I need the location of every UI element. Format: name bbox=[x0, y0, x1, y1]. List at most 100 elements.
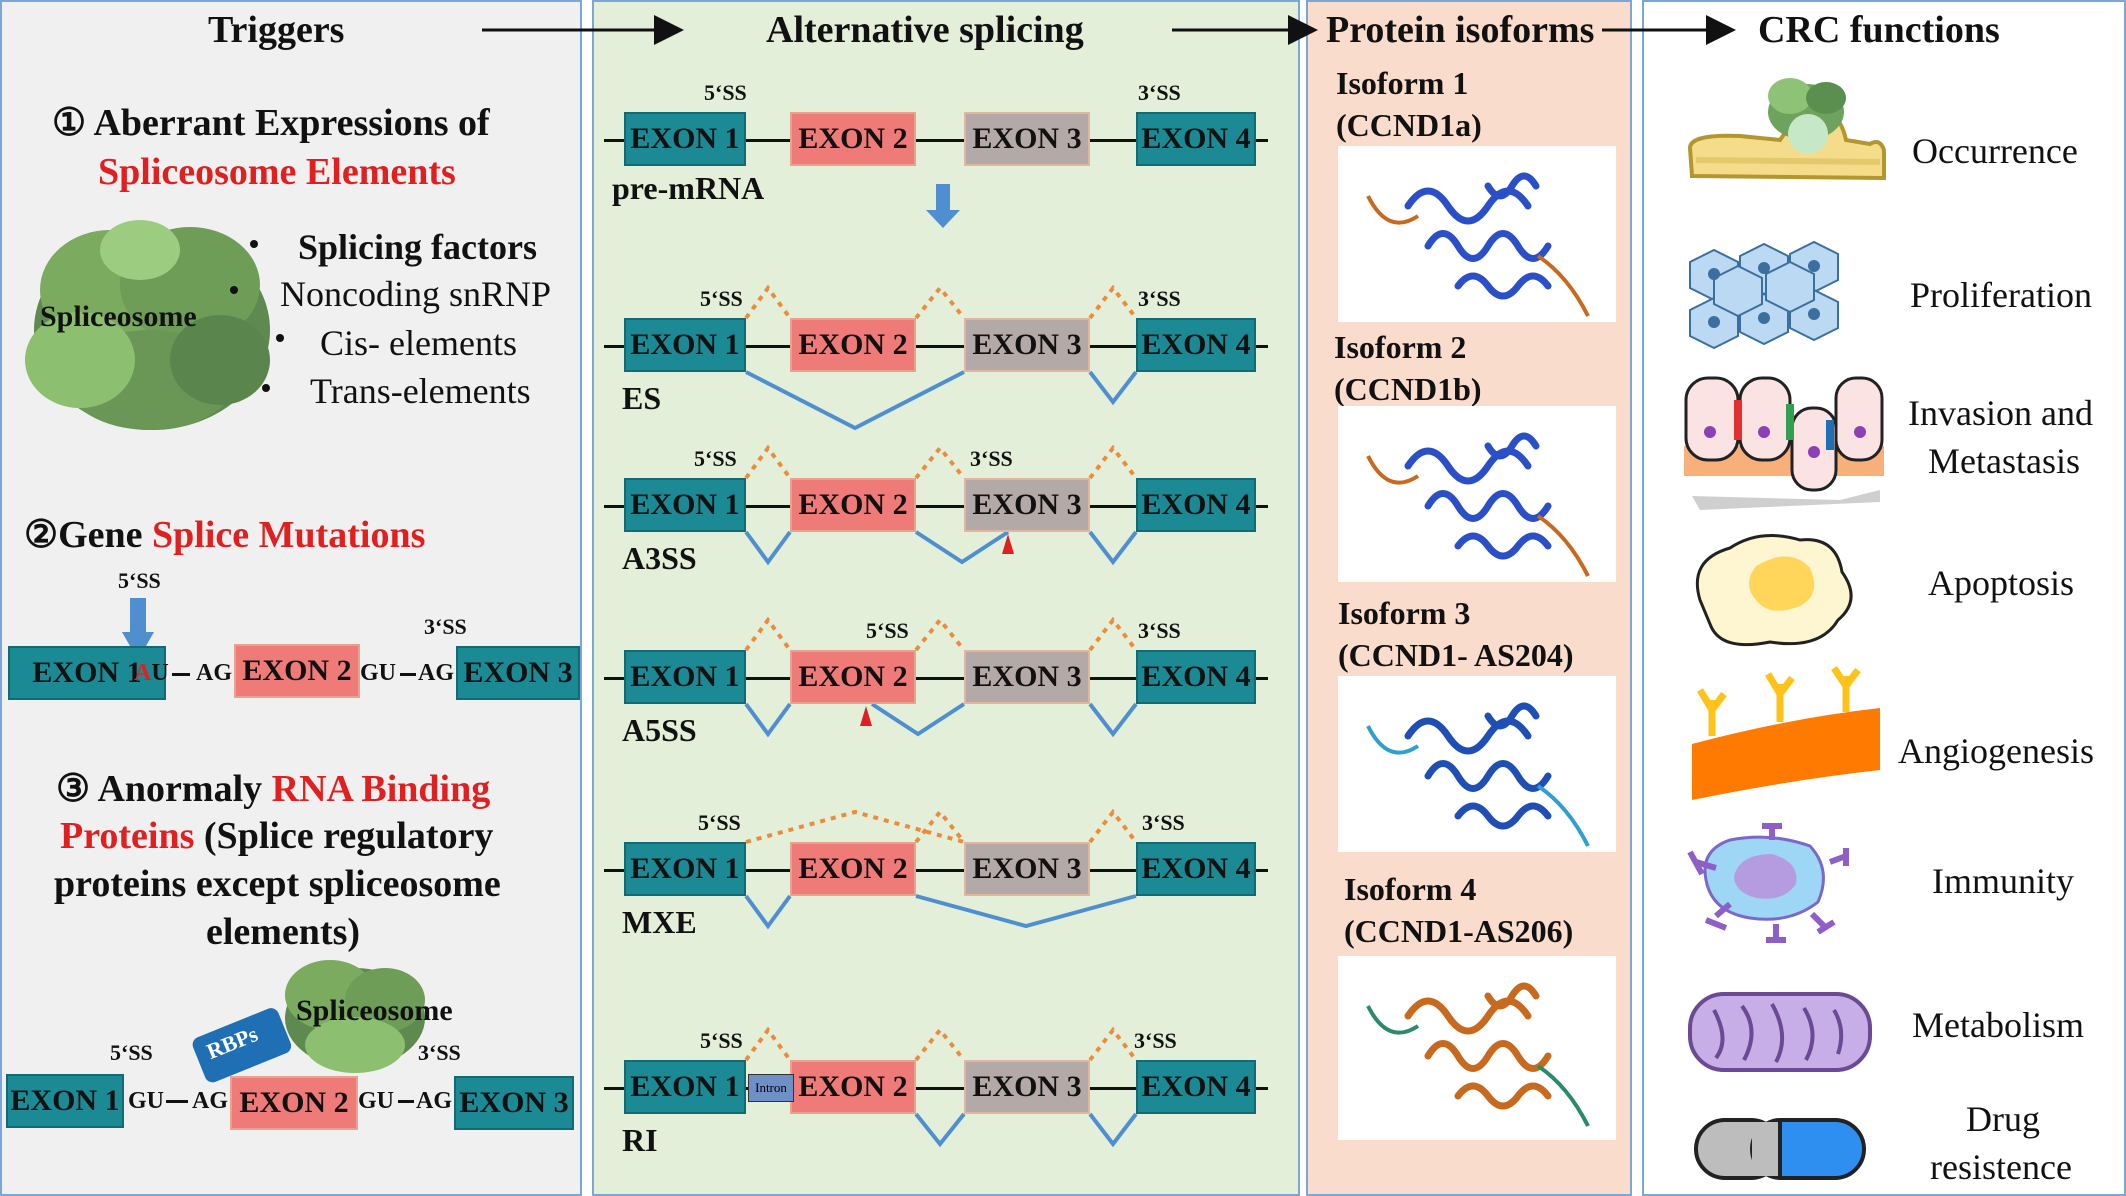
pre-mrna-label: pre-mRNA bbox=[612, 170, 765, 206]
ri-label: RI bbox=[622, 1122, 658, 1158]
es-arch-2 bbox=[914, 284, 966, 320]
isoform-1-title: Isoform 1 bbox=[1336, 65, 1469, 101]
es-v-line bbox=[1088, 370, 1138, 406]
pre-mrna-3ss: 3‘SS bbox=[1138, 80, 1181, 105]
ri-exon-3: EXON 3 bbox=[964, 1060, 1090, 1114]
t3-line-b bbox=[398, 1100, 414, 1103]
isoform-3-label: Isoform 3(CCND1- AS204) bbox=[1338, 592, 1574, 676]
factor-noncoding-snrnp: Noncoding snRNP bbox=[280, 274, 552, 314]
isoform-1-gene: (CCND1a) bbox=[1336, 107, 1482, 143]
header-crc-functions: CRC functions bbox=[1758, 9, 2000, 51]
a5ss-exon-1: EXON 1 bbox=[624, 650, 746, 704]
metabolism-icon bbox=[1688, 992, 1872, 1072]
a3ss-exon-2: EXON 2 bbox=[790, 478, 916, 532]
isoform-2-structure-image bbox=[1338, 406, 1616, 582]
a3ss-v-3 bbox=[1088, 530, 1138, 566]
t3-exon-2: EXON 2 bbox=[230, 1076, 358, 1130]
a5ss-exon-3: EXON 3 bbox=[964, 650, 1090, 704]
isoform-1-label: Isoform 1 (CCND1a) bbox=[1336, 62, 1482, 146]
t3-gu-1: GU bbox=[128, 1088, 164, 1114]
t2-ag-1: AG bbox=[196, 660, 232, 686]
ri-intron-box: Intron bbox=[748, 1074, 794, 1102]
mxe-arch-2 bbox=[914, 808, 966, 844]
ri-backbone bbox=[604, 1087, 1268, 1090]
factor-trans-elements: Trans-elements bbox=[310, 371, 531, 411]
es-exon-1: EXON 1 bbox=[624, 318, 746, 372]
a5ss-backbone bbox=[604, 677, 1268, 680]
a5ss-red-marker bbox=[860, 706, 872, 726]
mxe-3ss: 3‘SS bbox=[1142, 810, 1185, 835]
isoform-2-title: Isoform 2 bbox=[1334, 329, 1467, 365]
t3-spliceosome-blob bbox=[285, 960, 425, 1073]
t2-exon-1: EXON 1 bbox=[8, 646, 166, 700]
a5ss-exon-4: EXON 4 bbox=[1136, 650, 1256, 704]
function-metastasis: Metastasis bbox=[1928, 441, 2080, 481]
mxe-5ss: 5‘SS bbox=[698, 810, 741, 835]
pre-mrna-exon-2: EXON 2 bbox=[790, 112, 916, 166]
ri-arch-3 bbox=[1088, 1026, 1138, 1062]
a5ss-exon-2: EXON 2 bbox=[790, 650, 916, 704]
t2-exon-2: EXON 2 bbox=[234, 644, 360, 698]
a3ss-5ss: 5‘SS bbox=[694, 446, 737, 471]
mxe-exon-2: EXON 2 bbox=[790, 842, 916, 896]
trigger-2-title: ②Gene Splice Mutations bbox=[24, 514, 426, 556]
es-3ss: 3‘SS bbox=[1138, 286, 1181, 311]
trigger-1-title: ① Aberrant Expressions of bbox=[52, 102, 490, 144]
isoform-1-structure-image bbox=[1338, 146, 1616, 322]
es-exon-2: EXON 2 bbox=[790, 318, 916, 372]
isoform-2-label: Isoform 2(CCND1b) bbox=[1334, 326, 1482, 410]
isoform-4-title: Isoform 4 bbox=[1344, 871, 1477, 907]
function-proliferation: Proliferation bbox=[1910, 275, 2092, 315]
t2-3ss-label: 3‘SS bbox=[424, 614, 467, 639]
mxe-arch-long bbox=[745, 809, 965, 844]
factor-cis-elements: Cis- elements bbox=[320, 323, 517, 363]
es-backbone bbox=[604, 345, 1268, 348]
t2-gu: GU bbox=[360, 660, 396, 686]
function-apoptosis: Apoptosis bbox=[1928, 563, 2075, 603]
pre-mrna-exon-1: EXON 1 bbox=[624, 112, 746, 166]
ri-v-2 bbox=[914, 1112, 966, 1148]
es-exon-3: EXON 3 bbox=[964, 318, 1090, 372]
ri-exon-2: EXON 2 bbox=[790, 1060, 916, 1114]
a3ss-v-1 bbox=[744, 530, 792, 566]
isoform-3-gene: (CCND1- AS204) bbox=[1338, 637, 1574, 673]
a3ss-exon-4: EXON 4 bbox=[1136, 478, 1256, 532]
es-skip-line bbox=[745, 370, 965, 431]
trigger-3-line2: Proteins (Splice regulatory bbox=[60, 815, 494, 857]
a3ss-arch-2 bbox=[914, 444, 966, 480]
occurrence-icon bbox=[1687, 78, 1886, 181]
ri-arch-2 bbox=[914, 1026, 966, 1062]
isoform-4-gene: (CCND1-AS206) bbox=[1344, 913, 1574, 949]
a3ss-exon-1: EXON 1 bbox=[624, 478, 746, 532]
drug-resistance-icon bbox=[1694, 1118, 1866, 1180]
function-invasion: Invasion and bbox=[1908, 393, 2093, 433]
pre-mrna-exon-4: EXON 4 bbox=[1136, 112, 1256, 166]
a5ss-v-2 bbox=[870, 702, 966, 737]
trigger-3-line3: proteins except spliceosome bbox=[54, 863, 501, 905]
mxe-exon-3: EXON 3 bbox=[964, 842, 1090, 896]
ri-5ss: 5‘SS bbox=[700, 1028, 743, 1053]
ri-v-3 bbox=[1088, 1112, 1138, 1148]
header-alternative-splicing: Alternative splicing bbox=[766, 9, 1084, 51]
a3ss-exon-3: EXON 3 bbox=[964, 478, 1090, 532]
mxe-v-1 bbox=[744, 894, 792, 930]
a3ss-arch-1 bbox=[744, 444, 792, 480]
t3-spliceosome-label: Spliceosome bbox=[296, 994, 453, 1027]
mxe-exon-1: EXON 1 bbox=[624, 842, 746, 896]
angiogenesis-icon bbox=[1692, 666, 1880, 800]
spliceosome-blob bbox=[25, 220, 270, 430]
t3-ag-1: AG bbox=[192, 1088, 228, 1114]
t3-gu-2: GU bbox=[358, 1088, 394, 1114]
pre-mrna-5ss: 5‘SS bbox=[704, 80, 747, 105]
a5ss-3ss: 3‘SS bbox=[1138, 618, 1181, 643]
function-metabolism: Metabolism bbox=[1912, 1005, 2084, 1045]
t2-exon-3: EXON 3 bbox=[456, 646, 580, 700]
es-label: ES bbox=[622, 380, 662, 416]
trigger-3-line4: elements) bbox=[206, 911, 361, 953]
rbps-shape bbox=[192, 1008, 292, 1083]
trigger-3-line1: ③ Anormaly RNA Binding bbox=[56, 768, 491, 810]
t3-3ss-label: 3‘SS bbox=[418, 1040, 461, 1065]
a5ss-5ss: 5‘SS bbox=[866, 618, 909, 643]
mxe-skip-line bbox=[915, 894, 1137, 929]
a3ss-3ss: 3‘SS bbox=[970, 446, 1013, 471]
